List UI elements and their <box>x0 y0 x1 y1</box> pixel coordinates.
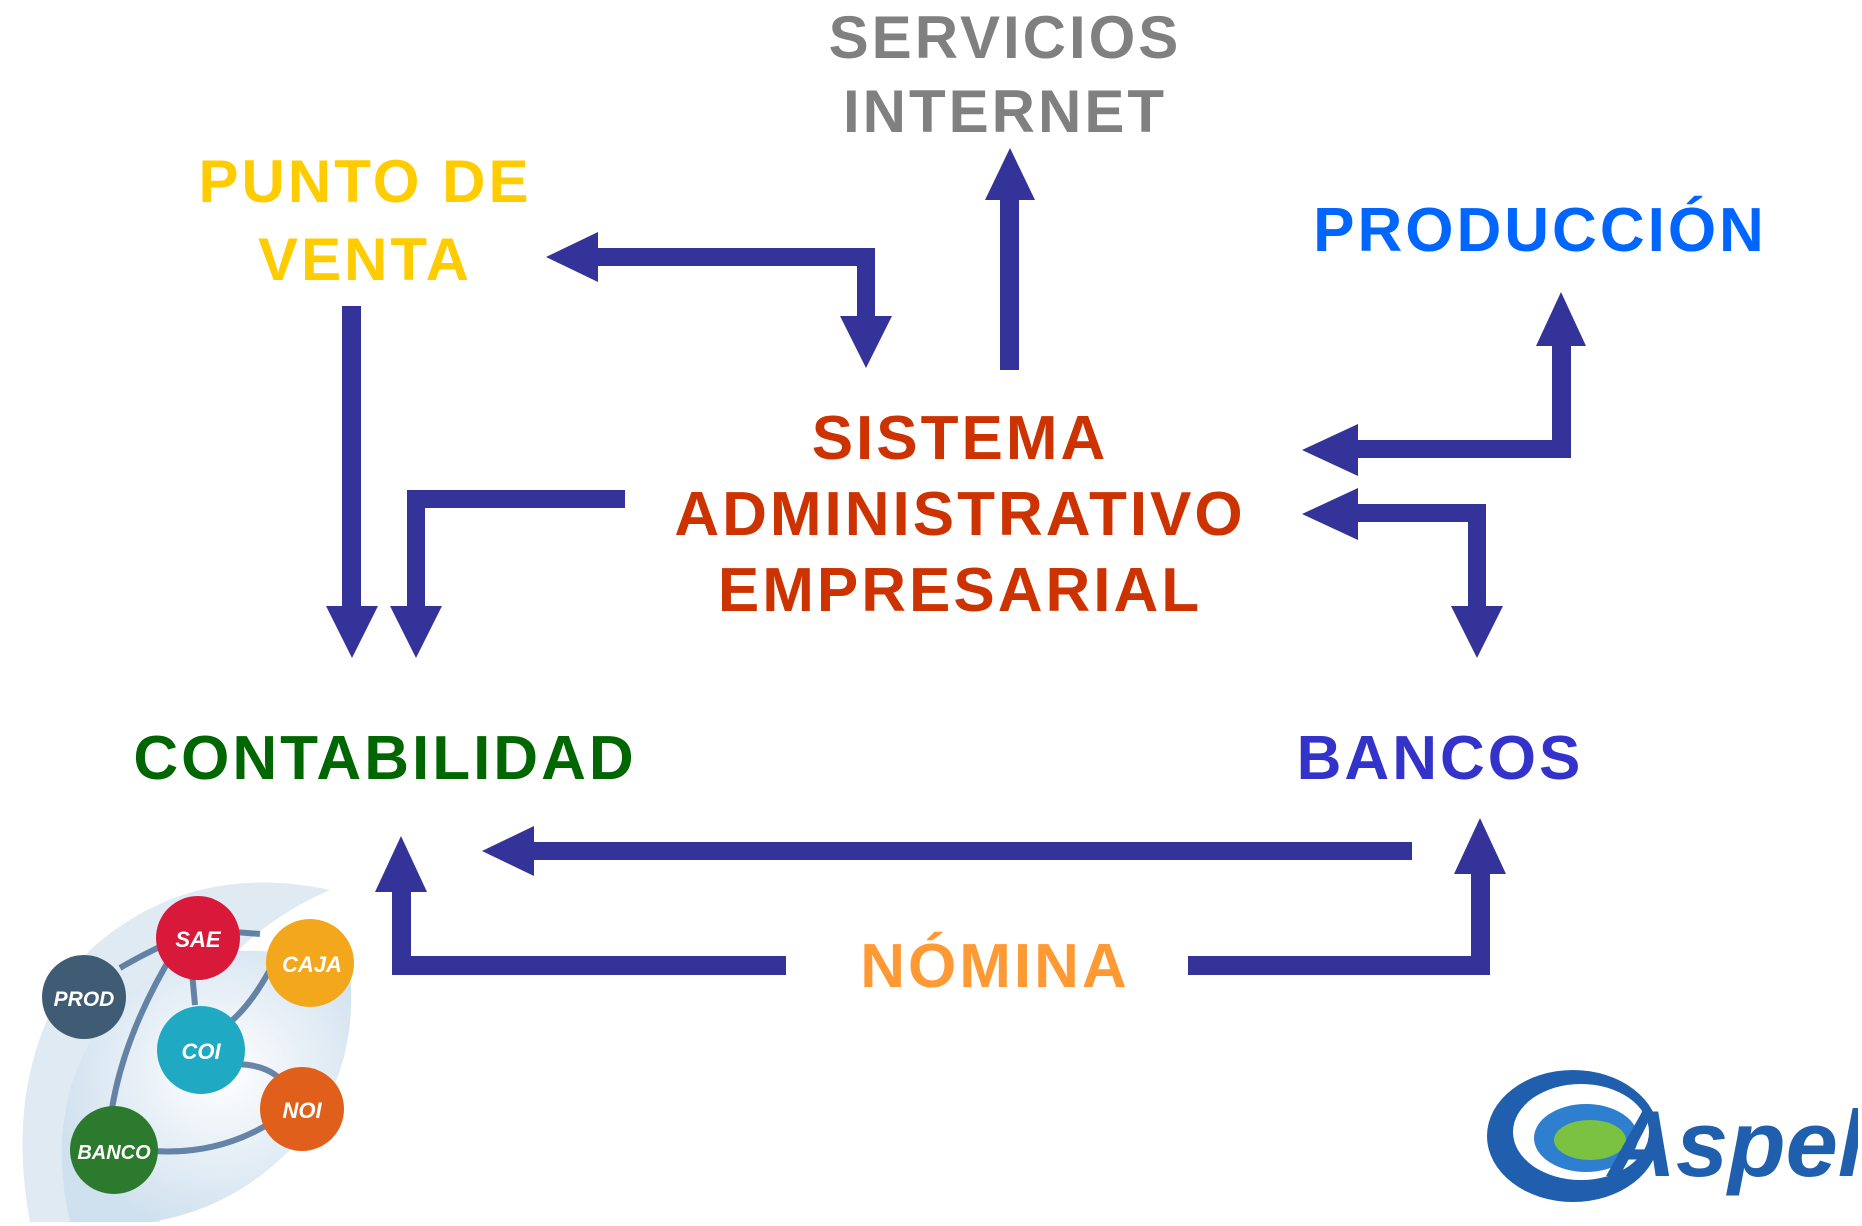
logo-label-prod: PROD <box>54 988 115 1011</box>
aspel-wordmark: Aspel <box>1606 1091 1858 1196</box>
arrow-bancos-sistema <box>1302 488 1503 658</box>
arrow-punto-sistema <box>546 232 892 368</box>
logo-label-coi: COI <box>181 1039 221 1064</box>
node-sistema-line1: SISTEMA <box>811 404 1109 473</box>
arrow-produccion-sistema <box>1302 292 1586 476</box>
node-punto-de-venta: PUNTO DE VENTA <box>170 152 560 290</box>
node-produccion: PRODUCCIÓN <box>1300 200 1780 262</box>
arrow-sistema-to-servicios <box>985 148 1035 370</box>
logo-node-noi: NOI <box>260 1067 344 1151</box>
logo-label-banco: BANCO <box>77 1142 151 1164</box>
node-punto-line1: PUNTO DE <box>198 148 532 215</box>
logo-label-sae: SAE <box>175 927 222 952</box>
node-servicios-internet: SERVICIOS INTERNET <box>800 8 1210 142</box>
aspel-logo: Aspel <box>1487 1070 1858 1202</box>
node-punto-line2: VENTA <box>258 226 472 293</box>
logo-node-coi: COI <box>157 1006 245 1094</box>
node-servicios-line1: SERVICIOS <box>828 4 1182 71</box>
node-sistema-line2: ADMINISTRATIVO <box>674 480 1246 549</box>
arrow-nomina-to-contabilidad <box>375 836 786 975</box>
node-contabilidad-line1: CONTABILIDAD <box>133 724 637 793</box>
aspel-logo-mark <box>1487 1070 1659 1202</box>
node-nomina-line1: NÓMINA <box>860 932 1130 1001</box>
logo-node-prod: PROD <box>42 955 126 1039</box>
logo-label-noi: NOI <box>282 1098 322 1123</box>
arrow-sistema-to-contabilidad <box>390 490 625 658</box>
node-sistema-line3: EMPRESARIAL <box>717 556 1203 625</box>
logo-node-caja: CAJA <box>266 919 354 1007</box>
node-nomina: NÓMINA <box>830 936 1160 998</box>
arrow-punto-to-contabilidad <box>326 306 378 658</box>
logo-node-sae: SAE <box>156 896 240 980</box>
node-bancos-line1: BANCOS <box>1296 724 1584 793</box>
product-cycle-logo: SAE CAJA PROD COI NOI BANCO <box>22 882 354 1222</box>
node-bancos: BANCOS <box>1290 728 1590 790</box>
node-produccion-line1: PRODUCCIÓN <box>1313 196 1767 265</box>
node-contabilidad: CONTABILIDAD <box>120 728 650 790</box>
logo-node-banco: BANCO <box>70 1106 158 1194</box>
node-servicios-line2: INTERNET <box>843 78 1167 145</box>
arrow-nomina-to-bancos <box>1188 818 1506 975</box>
node-sistema-administrativo: SISTEMA ADMINISTRATIVO EMPRESARIAL <box>640 408 1280 622</box>
logo-label-caja: CAJA <box>282 952 342 977</box>
arrow-bancos-to-contabilidad <box>482 826 1412 876</box>
